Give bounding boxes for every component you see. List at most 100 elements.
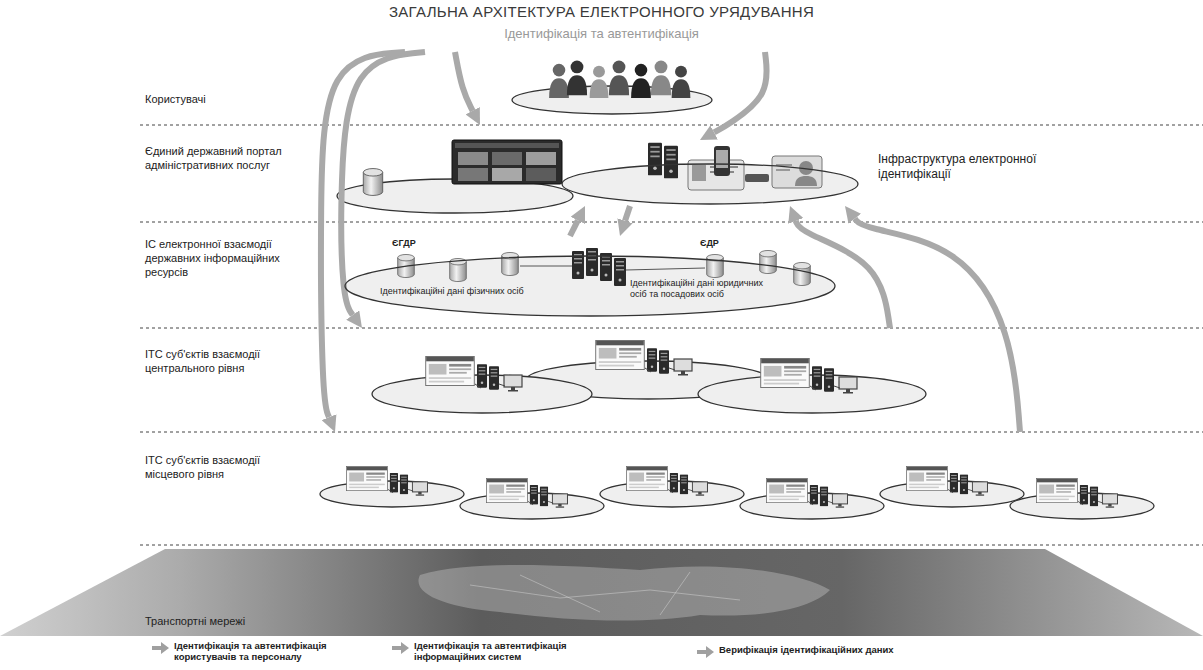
rect-part [452, 140, 562, 184]
use-part [502, 252, 519, 275]
rect-part [458, 152, 488, 165]
ellipse-border [345, 256, 835, 316]
use-part [590, 66, 609, 98]
path-part [795, 176, 817, 186]
use-part [707, 254, 724, 277]
flow-arrow [855, 219, 1020, 432]
legend-arrow [697, 646, 715, 658]
text-wrap: ЄДР [700, 238, 719, 249]
use-part [648, 143, 662, 176]
layer-label: ІС електронної взаємодії державних інфор… [145, 238, 305, 279]
rect-part [455, 143, 559, 148]
layer-label: Користувачі [145, 93, 305, 107]
layer-band: ІТС суб'єктів взаємодії місцевого рівня [0, 432, 1203, 545]
ellipse-platform: ЄГДР Ідентифікаційні дані фізичних осіб ЄД… [340, 236, 840, 320]
use-part [426, 356, 522, 391]
ellipse-outline [560, 140, 1080, 206]
rect-part [692, 165, 706, 181]
path-part [520, 266, 705, 270]
legend-text: Ідентифікація та автентифікація інформац… [414, 640, 624, 663]
use-part [761, 358, 857, 393]
diagram-title: ЗАГАЛЬНА АРХІТЕКТУРА ЕЛЕКТРОННОГО УРЯДУВ… [0, 3, 1203, 21]
use-part [767, 478, 848, 507]
layer-band: ІТС суб'єктів взаємодії центрального рів… [0, 328, 1203, 432]
use-part [600, 253, 612, 281]
rect-part [526, 152, 556, 165]
line-part [140, 222, 1203, 223]
legend-item: Верифікація ідентифікаційних даних [697, 644, 949, 655]
layer-band: Користувачі [0, 52, 1203, 125]
use-part [596, 340, 692, 375]
interaction-system-icons [345, 248, 835, 316]
use-part [672, 66, 691, 98]
use-part [347, 466, 428, 495]
line-part [140, 432, 1203, 433]
legend-arrow [392, 642, 410, 654]
layer-label: Єдиний державний портал адміністративних… [145, 145, 305, 173]
line-part [140, 328, 1203, 329]
path-part [470, 572, 740, 615]
transport-map [0, 549, 1203, 636]
legend-item: Ідентифікація та автентифікація інформац… [392, 640, 624, 663]
legend-arrow-shape [697, 646, 714, 658]
flow-arrow [341, 52, 425, 315]
use-part [450, 258, 467, 281]
eid-infrastructure-icons [562, 143, 858, 204]
layer-band: Єдиний державний портал адміністративних… [0, 125, 1203, 222]
line-part [140, 125, 1203, 126]
layer-label: ІТС суб'єктів взаємодії місцевого рівня [145, 454, 305, 482]
text-wrap: ІС електронної взаємодії державних інфор… [145, 238, 305, 279]
ellipse-outline [340, 236, 840, 320]
local-level-platforms [320, 466, 1154, 519]
ellipse-border [562, 164, 858, 204]
polygon-part [0, 549, 1203, 636]
separator-lines [140, 125, 1203, 545]
legend-arrow-shape [392, 642, 409, 654]
rect-part [526, 168, 556, 181]
layer-band: ІС електронної взаємодії державних інфор… [0, 222, 1203, 328]
layer-band: Транспортні мережі [0, 545, 1203, 636]
text-wrap: Користувачі [145, 93, 305, 107]
rect-part [745, 174, 769, 182]
text-wrap: ЄГДР [392, 238, 416, 249]
node-label: Ідентифікаційні дані фізичних осіб [380, 286, 560, 297]
layer-label: Транспортні мережі [145, 615, 305, 629]
flow-arrow [714, 52, 767, 132]
text-wrap: Ідентифікаційні дані юридичних осіб та п… [630, 278, 780, 301]
use-part [907, 466, 988, 495]
text-wrap: ІТС суб'єктів взаємодії місцевого рівня [145, 454, 305, 482]
rect-part [716, 150, 728, 168]
label-wrap: Ідентифікація та автентифікація [0, 26, 1203, 42]
text-wrap: Транспортні мережі [145, 615, 305, 629]
title-wrap: ЗАГАЛЬНА АРХІТЕКТУРА ЕЛЕКТРОННОГО УРЯДУВ… [0, 3, 1203, 21]
use-part [567, 61, 587, 96]
line-part [140, 545, 1203, 546]
node-label: ЄДР [700, 238, 719, 249]
ellipse-platform: Інфраструктура електронної ідентифікації [560, 140, 1080, 206]
text-wrap: ІТС суб'єктів взаємодії центрального рів… [145, 348, 305, 376]
legend-arrow [152, 642, 170, 654]
node-label: ЄГДР [392, 238, 416, 249]
flow-arrow [796, 221, 890, 328]
legend-text: Верифікація ідентифікаційних даних [719, 644, 949, 655]
layer-label: ІТС суб'єктів взаємодії центрального рів… [145, 348, 305, 376]
rect-part [492, 168, 522, 181]
rect-part [776, 169, 790, 171]
portal-platform [337, 140, 573, 213]
use-part [363, 169, 382, 196]
use-part [572, 251, 584, 279]
subtitle-label: Ідентифікація та автентифікація [0, 26, 1203, 42]
users-platform [512, 61, 712, 115]
use-part [549, 64, 569, 98]
connector-group [321, 52, 1020, 432]
central-level-platforms [372, 340, 926, 413]
legend-arrow-shape [152, 642, 169, 654]
use-part [651, 61, 671, 96]
path-part [418, 565, 830, 621]
use-part [586, 248, 598, 276]
flow-arrow [321, 52, 405, 417]
use-part [487, 478, 568, 507]
use-part [794, 262, 811, 285]
use-part [664, 146, 678, 179]
